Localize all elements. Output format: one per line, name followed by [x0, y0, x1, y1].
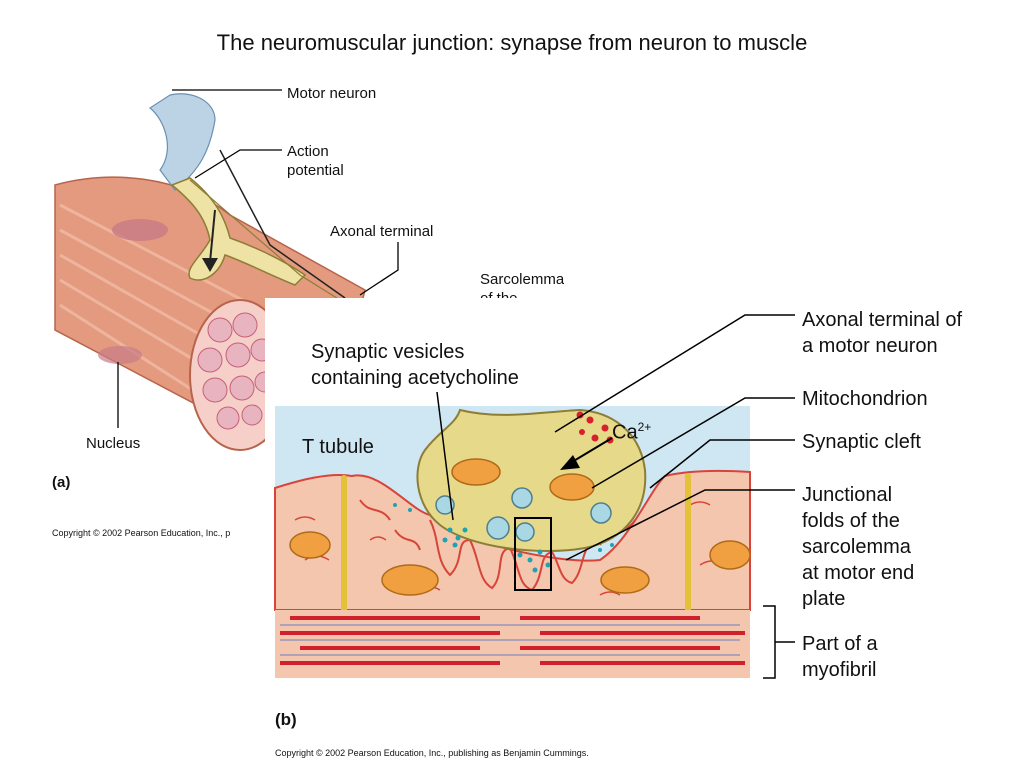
page-title: The neuromuscular junction: synapse from… — [216, 30, 808, 55]
label-axonal-terminal-b: Axonal terminal of a motor neuron — [802, 309, 963, 357]
synaptic-vesicle — [486, 516, 510, 540]
magnification-box — [514, 517, 552, 591]
terminal-mitochondrion — [549, 473, 595, 501]
terminal-mitochondrion — [451, 458, 501, 486]
panel-b-illustration — [274, 406, 751, 678]
muscle-mitochondrion — [289, 531, 331, 559]
synaptic-vesicle — [511, 487, 533, 509]
copyright-b: Copyright © 2002 Pearson Education, Inc.… — [275, 748, 589, 758]
label-synaptic-cleft: Synaptic cleft — [802, 431, 921, 453]
synaptic-vesicle — [590, 502, 612, 524]
muscle-mitochondrion — [381, 564, 439, 596]
synaptic-vesicle — [515, 522, 535, 542]
label-t-tubule: T tubule — [302, 436, 374, 458]
myofibril — [275, 610, 750, 678]
label-action-potential: Action potential — [287, 143, 344, 179]
panel-b-leader-lines — [436, 314, 795, 679]
label-axonal-terminal-a: Axonal terminal — [330, 223, 434, 240]
nucleus — [112, 219, 168, 241]
label-nucleus: Nucleus — [86, 435, 141, 452]
panel-b-label: (b) — [275, 710, 297, 729]
muscle-mitochondrion — [709, 540, 751, 570]
label-motor-neuron: Motor neuron — [287, 85, 377, 102]
synaptic-vesicle — [435, 495, 455, 515]
label-sarcolemma: Sarcolemma of the — [480, 271, 565, 298]
panel-a-leader-lines — [117, 89, 399, 428]
panel-a-label: (a) — [52, 474, 71, 491]
label-synaptic-vesicles: Synaptic vesicles containing acetycholin… — [311, 341, 519, 389]
copyright-a: Copyright © 2002 Pearson Education, Inc.… — [52, 528, 231, 538]
muscle-mitochondrion — [600, 566, 650, 594]
label-calcium: Ca2+ — [612, 420, 652, 444]
motor-neuron-axon — [148, 93, 216, 191]
nucleus — [98, 346, 142, 364]
label-junctional-folds: Junctional folds of the sarcolemma at mo… — [802, 484, 915, 610]
axonal-terminal-bulb — [416, 408, 647, 552]
label-mitochondrion: Mitochondrion — [802, 388, 928, 410]
label-myofibril: Part of a myofibril — [802, 633, 878, 681]
